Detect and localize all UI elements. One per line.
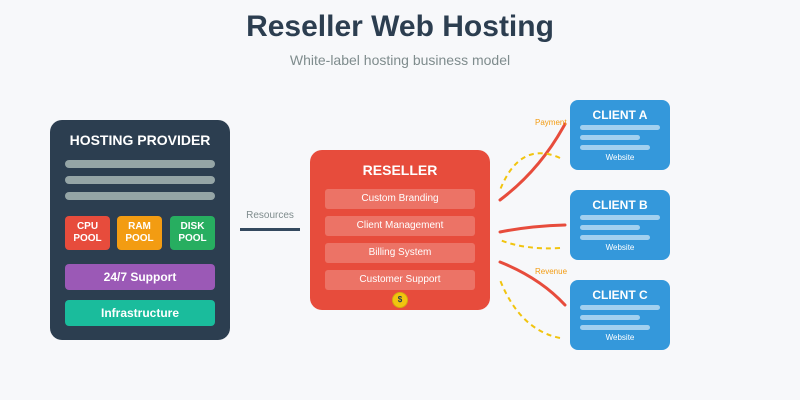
service-line-client-c: [498, 260, 567, 307]
service-billing-system: Billing System: [325, 243, 475, 263]
support-badge: 24/7 Support: [65, 264, 215, 290]
disk-pool: DISK POOL: [170, 216, 215, 250]
reseller-title: RESELLER: [362, 162, 438, 178]
client-a-box: CLIENT A Website: [570, 100, 670, 170]
client-c-box: CLIENT C Website: [570, 280, 670, 350]
client-c-title: CLIENT C: [592, 288, 648, 302]
server-bar: [65, 192, 215, 200]
ram-pool: RAM POOL: [117, 216, 162, 250]
payment-label: Payment: [535, 118, 567, 127]
page-subtitle: White-label hosting business model: [289, 52, 511, 68]
hosting-provider-box: HOSTING PROVIDER CPU POOL RAM POOL DISK …: [50, 120, 230, 340]
service-custom-branding: Custom Branding: [325, 189, 475, 209]
page-title: Reseller Web Hosting: [246, 10, 554, 43]
content-bar: [580, 315, 640, 320]
infrastructure-badge: Infrastructure: [65, 300, 215, 326]
service-customer-support: Customer Support: [325, 270, 475, 290]
client-a-title: CLIENT A: [592, 108, 648, 122]
client-b-title: CLIENT B: [592, 198, 648, 212]
content-bar: [580, 325, 650, 330]
content-bar: [580, 305, 660, 310]
dollar-coin-icon: $: [392, 292, 408, 308]
client-c-website: Website: [605, 333, 635, 342]
client-b-website: Website: [605, 243, 635, 252]
service-line-client-b: [498, 223, 567, 234]
cpu-pool: CPU POOL: [65, 216, 110, 250]
server-bar: [65, 176, 215, 184]
content-bar: [580, 135, 640, 140]
service-client-management: Client Management: [325, 216, 475, 236]
payment-line-client-a: [499, 152, 561, 191]
resources-label: Resources: [246, 210, 294, 221]
service-line-client-a: [498, 122, 567, 202]
content-bar: [580, 125, 660, 130]
server-bar: [65, 160, 215, 168]
reseller-box: RESELLER Custom Branding Client Manageme…: [310, 150, 490, 310]
client-b-box: CLIENT B Website: [570, 190, 670, 260]
hosting-provider-title: HOSTING PROVIDER: [69, 132, 211, 148]
payment-line-client-b: [499, 239, 561, 250]
content-bar: [580, 215, 660, 220]
content-bar: [580, 235, 650, 240]
client-a-website: Website: [605, 153, 635, 162]
payment-line-client-c: [499, 279, 561, 339]
content-bar: [580, 145, 650, 150]
content-bar: [580, 225, 640, 230]
revenue-label: Revenue: [535, 267, 568, 276]
resources-connector: [240, 228, 300, 231]
